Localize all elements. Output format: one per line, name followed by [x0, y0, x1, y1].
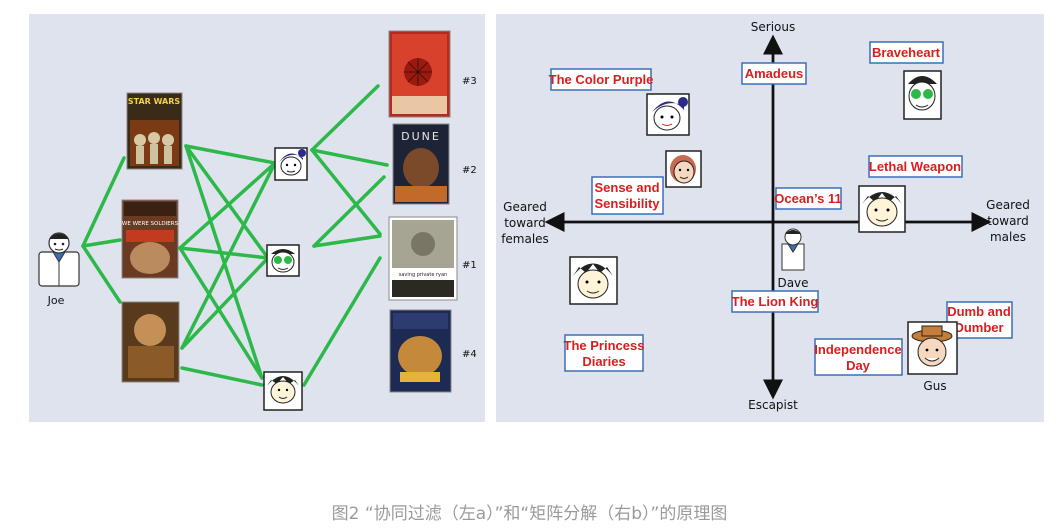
axis-label-left: Geared toward females: [501, 200, 549, 246]
svg-text:The Princess: The Princess: [564, 338, 645, 353]
movie-box-lion-king: The Lion King: [731, 290, 819, 313]
svg-text:Geared: Geared: [986, 198, 1030, 212]
user-avatar-money-left: [266, 244, 300, 277]
user-avatar-boy-left-quadrant: [569, 256, 618, 305]
user-avatar-gus: [907, 321, 958, 375]
movie-box-oceans-11: Ocean’s 11: [774, 187, 842, 210]
rank-label-4: #4: [462, 349, 477, 360]
user-avatar-woman-left: [274, 147, 308, 181]
svg-text:males: males: [990, 230, 1026, 244]
movie-box-sense-sensibility: Sense and Sensibility: [591, 176, 664, 215]
svg-text:Geared: Geared: [503, 200, 547, 214]
movie-box-dumb-dumber: Dumb and Dumber: [946, 301, 1013, 339]
movie-box-lethal-weapon: Lethal Weapon: [868, 155, 963, 178]
svg-text:toward: toward: [987, 214, 1029, 228]
poster-star-wars-title: STAR WARS: [128, 97, 181, 106]
poster-dune-title: DUNE: [401, 130, 441, 143]
svg-text:Dumber: Dumber: [954, 320, 1003, 335]
svg-text:toward: toward: [504, 216, 546, 230]
svg-text:Sense and: Sense and: [594, 180, 659, 195]
user-avatar-girl-right: [665, 150, 702, 188]
svg-text:Diaries: Diaries: [582, 354, 625, 369]
svg-text:Braveheart: Braveheart: [872, 45, 941, 60]
svg-text:females: females: [501, 232, 549, 246]
svg-text:Independence: Independence: [814, 342, 901, 357]
axis-label-bottom: Escapist: [748, 398, 798, 412]
poster-dune: DUNE: [392, 123, 450, 205]
movie-box-braveheart: Braveheart: [869, 41, 944, 64]
user-dave: [781, 228, 805, 271]
user-dave-label: Dave: [777, 276, 808, 290]
svg-text:Day: Day: [846, 358, 871, 373]
rank-label-3: #3: [462, 76, 477, 87]
poster-star-wars: STAR WARS: [126, 92, 183, 170]
svg-text:Amadeus: Amadeus: [745, 66, 804, 81]
user-joe-label: Joe: [47, 294, 65, 307]
svg-text:Dumb and: Dumb and: [947, 304, 1011, 319]
axes: [544, 34, 992, 400]
poster-spr-title: saving private ryan: [399, 272, 447, 278]
svg-text:Lethal Weapon: Lethal Weapon: [869, 159, 961, 174]
svg-text:The Lion King: The Lion King: [732, 294, 819, 309]
user-avatar-money-right: [903, 70, 942, 120]
svg-text:Sensibility: Sensibility: [594, 196, 660, 211]
user-joe: [38, 232, 80, 287]
poster-we-were-soldiers: WE WERE SOLDIERS: [121, 199, 179, 279]
poster-spider-man: [388, 30, 451, 118]
poster-madagascar: [389, 309, 452, 393]
axis-label-right: Geared toward males: [986, 198, 1030, 244]
rank-label-1: #1: [462, 260, 477, 271]
movie-box-princess-diaries: The Princess Diaries: [564, 334, 645, 372]
movie-box-color-purple: The Color Purple: [549, 68, 654, 91]
rank-label-2: #2: [462, 165, 477, 176]
figure-caption: 图2 “协同过滤（左a）”和“矩阵分解（右b）”的原理图: [331, 504, 728, 524]
user-gus-label: Gus: [923, 379, 946, 393]
axis-label-top: Serious: [751, 20, 795, 34]
similarity-edges: [81, 84, 389, 387]
svg-text:Ocean’s 11: Ocean’s 11: [774, 191, 841, 206]
user-avatar-boy-right: [858, 185, 906, 233]
movie-box-independence-day: Independence Day: [814, 338, 903, 376]
svg-text:The Color Purple: The Color Purple: [549, 72, 654, 87]
user-avatar-woman-right: [646, 93, 690, 136]
poster-we-were-soldiers-title: WE WERE SOLDIERS: [122, 221, 179, 227]
poster-saving-private-ryan: saving private ryan: [388, 216, 458, 301]
poster-war-film: [121, 301, 180, 383]
user-avatar-boy-left: [263, 371, 303, 411]
movie-box-amadeus: Amadeus: [741, 62, 807, 85]
